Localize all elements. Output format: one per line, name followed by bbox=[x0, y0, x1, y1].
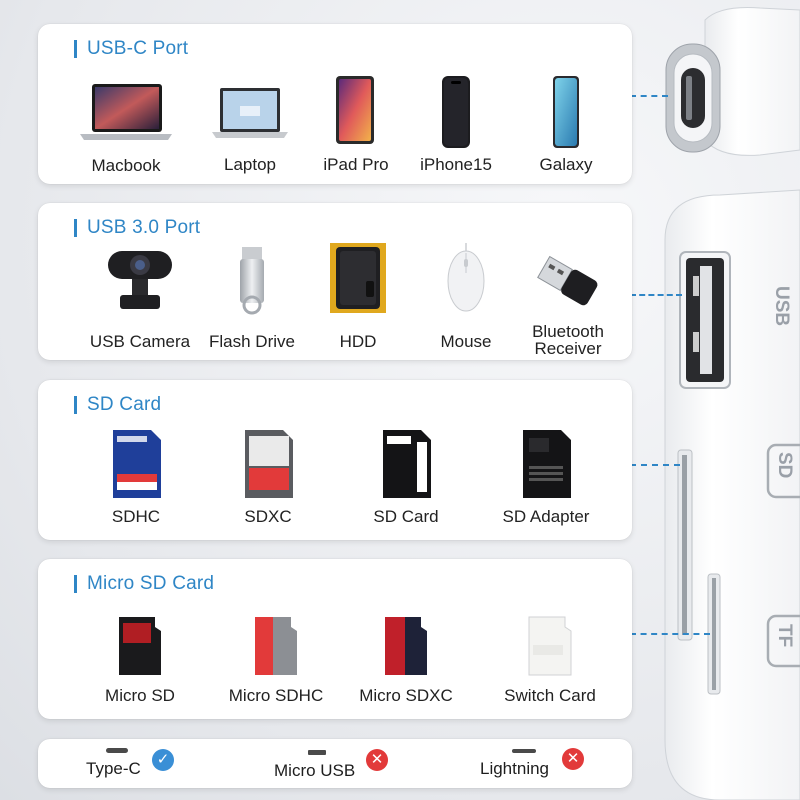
device-sd-adapter: SD Adapter bbox=[496, 426, 596, 536]
device-label: SDXC bbox=[244, 507, 292, 526]
connector-line bbox=[630, 95, 668, 97]
iphone-icon bbox=[442, 76, 470, 148]
sd-card-icon bbox=[383, 430, 431, 498]
device-flash-drive: Flash Drive bbox=[202, 243, 302, 355]
device-micro-sdxc: Micro SDXC bbox=[356, 611, 456, 715]
webcam-icon bbox=[108, 251, 172, 309]
device-label-text: Bluetooth Receiver bbox=[532, 322, 604, 358]
connector-line bbox=[630, 633, 710, 635]
check-icon: ✓ bbox=[152, 749, 174, 771]
device-label: HDD bbox=[339, 332, 377, 351]
usb-3-section: USB 3.0 Port USB Camera Flash Drive HDD bbox=[38, 203, 632, 360]
cross-icon: ✕ bbox=[562, 748, 584, 770]
type-c-port-icon bbox=[106, 748, 128, 753]
cross-icon: ✕ bbox=[366, 749, 388, 771]
switch-card-icon bbox=[528, 616, 572, 676]
galaxy-phone-icon bbox=[553, 76, 579, 148]
mouse-icon bbox=[447, 243, 485, 312]
device-micro-sdhc: Micro SDHC bbox=[226, 611, 326, 715]
connector-line bbox=[630, 294, 682, 296]
ipad-icon bbox=[336, 76, 374, 144]
section-title: SD Card bbox=[74, 395, 161, 414]
device-label: iPad Pro bbox=[323, 155, 389, 174]
section-title: Micro SD Card bbox=[74, 574, 214, 593]
usb-c-section: USB-C Port Macbook Laptop iPad Pro bbox=[38, 24, 632, 184]
device-sd-card: SD Card bbox=[356, 426, 456, 536]
connector-line bbox=[630, 464, 680, 466]
device-label: USB Camera bbox=[89, 332, 191, 351]
laptop-icon bbox=[212, 88, 288, 138]
sd-card-section: SD Card SDHC SDXC SD Card bbox=[38, 380, 632, 540]
compatibility-bar: Type-C ✓ Micro USB ✕ Lightning ✕ bbox=[38, 739, 632, 788]
lightning-port-icon bbox=[512, 749, 536, 753]
microsd-icon bbox=[119, 617, 161, 675]
device-label: Macbook bbox=[91, 156, 161, 175]
device-hdd: HDD bbox=[308, 241, 408, 355]
device-label: Galaxy bbox=[539, 155, 593, 174]
device-label: Micro SDHC bbox=[228, 686, 324, 705]
compat-type-c-label: Type-C bbox=[86, 759, 141, 778]
device-label: SD Adapter bbox=[502, 507, 590, 526]
hdd-icon bbox=[330, 243, 386, 313]
device-micro-sd: Micro SD bbox=[90, 611, 190, 715]
microsdhc-icon bbox=[255, 617, 297, 675]
device-label: Micro SDXC bbox=[359, 686, 453, 705]
macbook-icon bbox=[80, 84, 172, 140]
device-label: Switch Card bbox=[504, 686, 596, 705]
device-ipad-pro: iPad Pro bbox=[308, 74, 404, 178]
device-label: SD Card bbox=[373, 507, 439, 526]
adapter-tf-label: TF bbox=[774, 624, 795, 648]
device-iphone15: iPhone15 bbox=[408, 74, 504, 178]
microsdxc-icon bbox=[385, 617, 427, 675]
micro-usb-port-icon bbox=[308, 750, 326, 755]
sdhc-card-icon bbox=[113, 430, 161, 498]
device-label: Flash Drive bbox=[209, 332, 295, 351]
adapter-usb-label: USB bbox=[771, 286, 792, 327]
section-title: USB-C Port bbox=[74, 39, 188, 58]
compat-lightning-label: Lightning bbox=[480, 759, 550, 778]
device-label: SDHC bbox=[111, 507, 161, 526]
device-macbook: Macbook bbox=[76, 78, 176, 178]
device-label: Mouse bbox=[440, 332, 492, 351]
sdxc-card-icon bbox=[245, 430, 293, 498]
device-sdxc: SDXC bbox=[218, 426, 318, 536]
device-switch-card: Switch Card bbox=[500, 611, 600, 715]
device-bluetooth-receiver: Bluetooth Receiver bbox=[518, 241, 618, 357]
sd-adapter-icon bbox=[523, 430, 571, 498]
bluetooth-receiver-icon bbox=[537, 255, 598, 306]
section-title: USB 3.0 Port bbox=[74, 218, 200, 237]
device-laptop: Laptop bbox=[202, 78, 298, 178]
flash-drive-icon bbox=[240, 247, 264, 315]
device-label: Bluetooth Receiver bbox=[526, 323, 610, 357]
device-usb-camera: USB Camera bbox=[90, 245, 190, 355]
device-mouse: Mouse bbox=[416, 241, 516, 355]
device-galaxy: Galaxy bbox=[518, 74, 614, 178]
device-sdhc: SDHC bbox=[86, 426, 186, 536]
micro-sd-section: Micro SD Card Micro SD Micro SDHC Micro … bbox=[38, 559, 632, 719]
device-label: Laptop bbox=[224, 155, 276, 174]
adapter-sd-label: SD bbox=[774, 452, 795, 479]
device-label: Micro SD bbox=[105, 686, 175, 705]
device-label: iPhone15 bbox=[420, 155, 492, 174]
compat-micro-usb-label: Micro USB bbox=[274, 761, 356, 780]
